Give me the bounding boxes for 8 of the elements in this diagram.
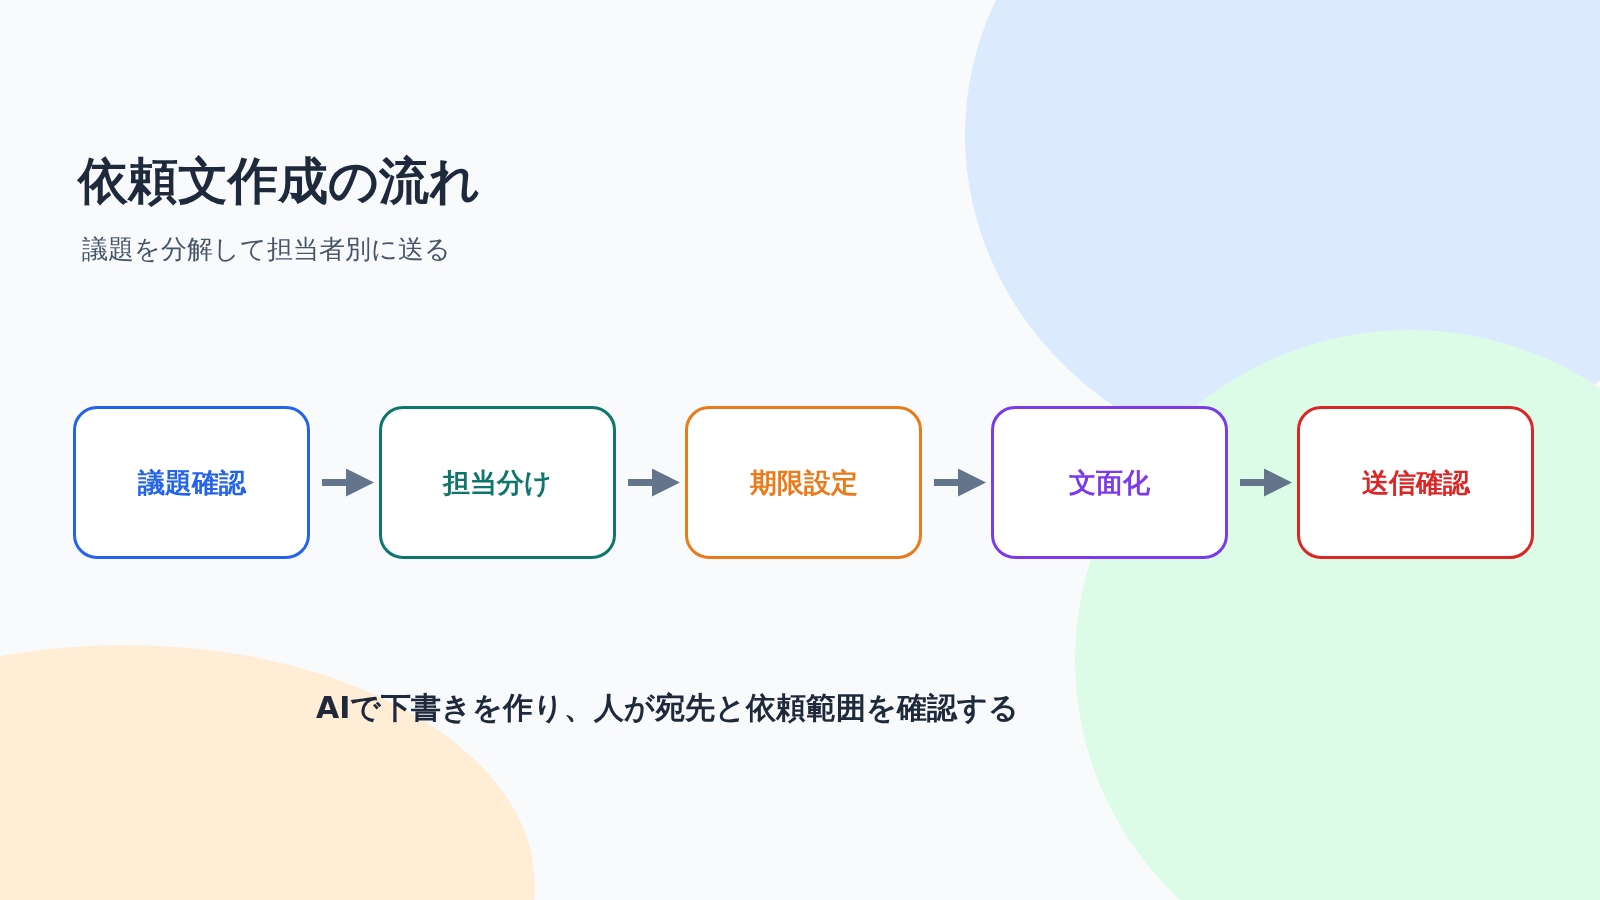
caption: AIで下書きを作り、人が宛先と依頼範囲を確認する bbox=[316, 689, 1020, 727]
process-box: 文面化 bbox=[991, 406, 1228, 559]
title: 依頼文作成の流れ bbox=[78, 151, 480, 212]
subtitle: 議題を分解して担当者別に送る bbox=[82, 233, 451, 266]
process-box: 担当分け bbox=[379, 406, 616, 559]
process-box: 期限設定 bbox=[685, 406, 922, 559]
process-box: 議題確認 bbox=[73, 406, 310, 559]
process-box: 送信確認 bbox=[1297, 406, 1534, 559]
